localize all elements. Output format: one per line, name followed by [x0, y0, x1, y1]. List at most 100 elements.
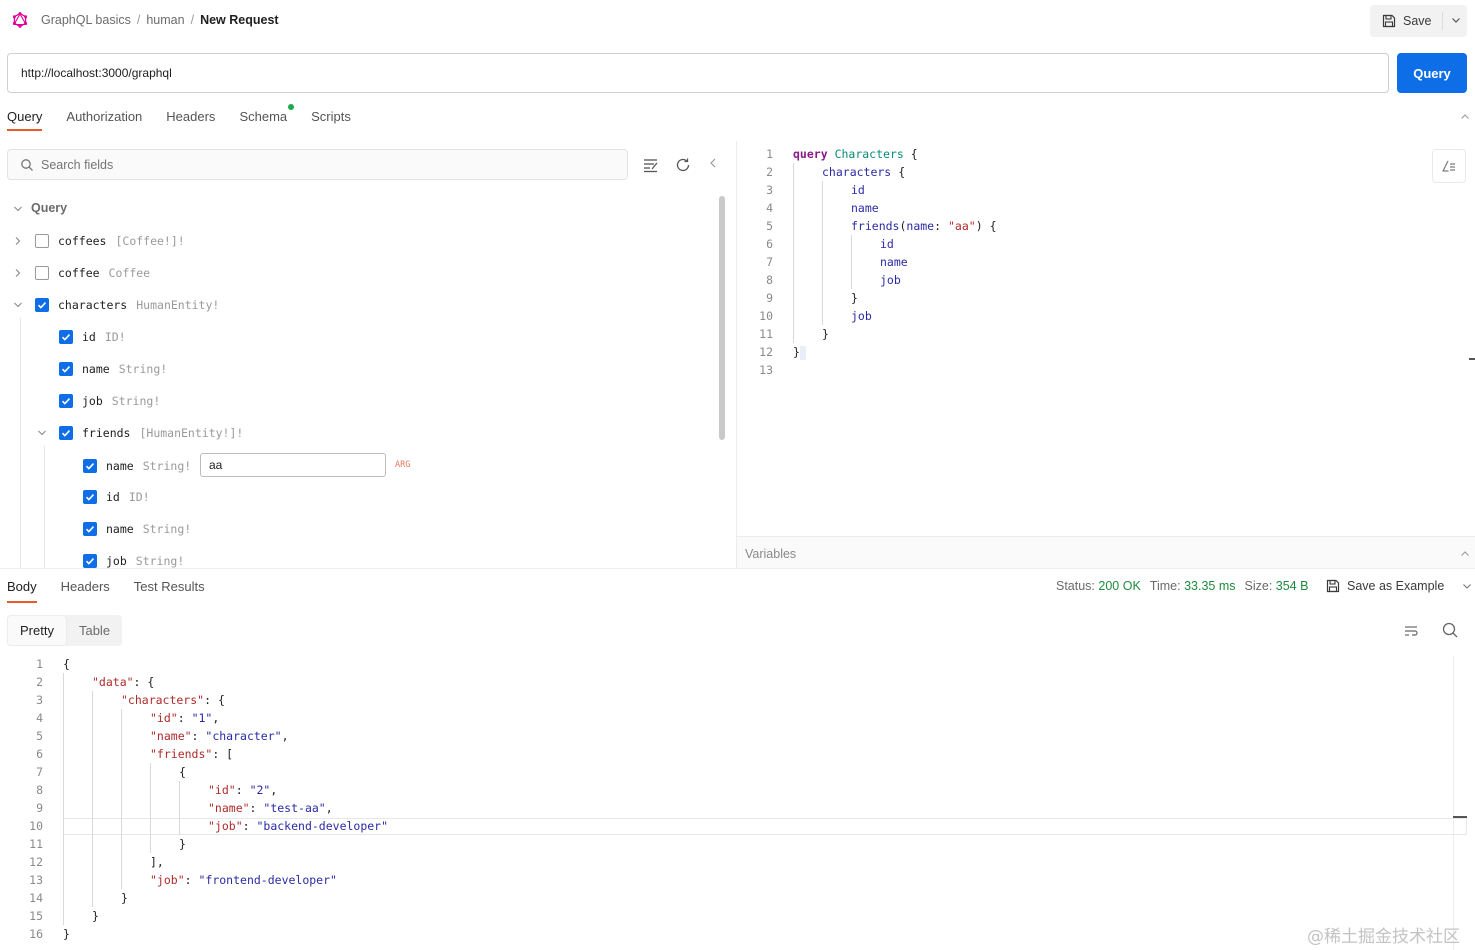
- tab-test-results[interactable]: Test Results: [133, 579, 205, 594]
- json-key: "data": [92, 675, 134, 689]
- arg-row-name[interactable]: name String!: [83, 456, 191, 476]
- field-name: job: [106, 554, 127, 568]
- query-button[interactable]: Query: [1397, 53, 1467, 93]
- checkbox-checked[interactable]: [59, 362, 73, 376]
- code-line: job: [880, 271, 901, 289]
- chevron-right-icon[interactable]: [13, 236, 23, 246]
- indent-guide: [63, 673, 64, 925]
- checkbox-checked[interactable]: [83, 522, 97, 536]
- search-fields-input[interactable]: [41, 157, 601, 172]
- tab-schema[interactable]: Schema: [239, 103, 295, 131]
- variables-panel-header[interactable]: Variables: [737, 536, 1475, 568]
- wrap-lines-icon[interactable]: [1402, 622, 1420, 640]
- status-value[interactable]: 200 OK: [1098, 579, 1141, 593]
- chevron-down-icon[interactable]: [37, 428, 47, 438]
- json-line: "id": "1",: [150, 711, 220, 725]
- save-button[interactable]: Save: [1370, 5, 1467, 37]
- code-line: job: [851, 307, 872, 325]
- json-key: "job": [150, 873, 185, 887]
- field-row-friends-job[interactable]: job String!: [83, 551, 184, 571]
- breadcrumb-separator: /: [190, 13, 195, 27]
- chevron-up-icon[interactable]: [1459, 111, 1471, 123]
- field-name: name: [82, 362, 110, 376]
- json-line: "data": {: [92, 675, 155, 689]
- field-row-name[interactable]: name String!: [59, 359, 167, 379]
- keyword: query: [793, 147, 828, 161]
- chevron-down-icon[interactable]: [13, 204, 23, 214]
- tab-headers[interactable]: Headers: [166, 109, 216, 124]
- chevron-right-icon[interactable]: [13, 268, 23, 278]
- checkbox-checked[interactable]: [83, 459, 97, 473]
- save-as-example-button[interactable]: Save as Example: [1326, 576, 1444, 596]
- explorer-scrollbar[interactable]: [719, 196, 725, 440]
- line-number: 6: [36, 747, 43, 761]
- request-tabs: Query Authorization Headers Schema Scrip…: [7, 103, 375, 133]
- checkbox-checked[interactable]: [59, 330, 73, 344]
- search-fields-box[interactable]: [7, 149, 628, 180]
- view-pretty[interactable]: Pretty: [7, 615, 67, 646]
- field-row-id[interactable]: id ID!: [59, 327, 126, 347]
- arg-value-input[interactable]: [200, 453, 386, 477]
- checkbox-checked[interactable]: [59, 394, 73, 408]
- field-name: coffee: [58, 266, 100, 280]
- prettify-button[interactable]: [1432, 149, 1466, 183]
- field-type: String!: [118, 362, 168, 376]
- horizontal-divider[interactable]: [0, 568, 1475, 569]
- chevron-down-icon[interactable]: [1450, 14, 1462, 26]
- tab-scripts[interactable]: Scripts: [311, 109, 351, 124]
- check-icon: [61, 398, 71, 405]
- field-row-characters[interactable]: characters HumanEntity!: [35, 295, 219, 315]
- field-row-friends[interactable]: friends [HumanEntity!]!: [59, 423, 243, 443]
- field-row-job[interactable]: job String!: [59, 391, 160, 411]
- size-value[interactable]: 354 B: [1275, 579, 1309, 593]
- field-row-friends-id[interactable]: id ID!: [83, 487, 150, 507]
- json-key: "characters": [121, 693, 205, 707]
- line-number: 10: [759, 309, 773, 323]
- field-type: HumanEntity!: [136, 298, 220, 312]
- filter-fields-icon[interactable]: [642, 156, 660, 174]
- field-type: String!: [142, 522, 192, 536]
- checkbox[interactable]: [35, 266, 49, 280]
- check-icon: [85, 494, 95, 501]
- view-table[interactable]: Table: [78, 623, 111, 638]
- breadcrumb-folder[interactable]: human: [146, 13, 185, 27]
- field-name: characters: [58, 298, 128, 312]
- tree-guide: [44, 446, 45, 568]
- scroll-marker: [1469, 358, 1475, 360]
- json-line: "job": "frontend-developer": [150, 873, 337, 887]
- time-value[interactable]: 33.35 ms: [1184, 579, 1236, 593]
- search-icon[interactable]: [1441, 621, 1459, 639]
- line-number: 3: [766, 183, 773, 197]
- checkbox-checked[interactable]: [59, 426, 73, 440]
- panel-divider[interactable]: [736, 141, 737, 568]
- field-token: characters: [822, 165, 892, 179]
- punctuation: }: [822, 327, 829, 341]
- response-scrollbar[interactable]: [1453, 656, 1467, 950]
- save-icon: [1382, 14, 1396, 28]
- field-row-friends-name[interactable]: name String!: [83, 519, 191, 539]
- breadcrumb-request-name[interactable]: New Request: [200, 13, 279, 27]
- checkbox-checked[interactable]: [83, 490, 97, 504]
- field-row-coffee[interactable]: coffee Coffee: [35, 263, 150, 283]
- field-type: String!: [135, 554, 185, 568]
- json-line: {: [63, 657, 70, 671]
- checkbox-checked[interactable]: [83, 554, 97, 568]
- chevron-down-icon[interactable]: [1461, 580, 1473, 592]
- url-input[interactable]: [7, 53, 1389, 93]
- chevron-left-icon[interactable]: [706, 156, 720, 170]
- field-row-coffees[interactable]: coffees [Coffee!]!: [35, 231, 185, 251]
- tab-query[interactable]: Query: [7, 103, 43, 131]
- tab-response-headers[interactable]: Headers: [60, 579, 110, 594]
- line-number: 10: [29, 819, 43, 833]
- tab-authorization[interactable]: Authorization: [66, 109, 143, 124]
- refresh-icon[interactable]: [674, 156, 692, 174]
- tab-body[interactable]: Body: [7, 572, 37, 603]
- json-line: }: [121, 891, 128, 905]
- checkbox-checked[interactable]: [35, 298, 49, 312]
- breadcrumb-collection[interactable]: GraphQL basics: [41, 13, 131, 27]
- code-line: }: [822, 325, 829, 343]
- indent-guide: [92, 691, 93, 907]
- checkbox[interactable]: [35, 234, 49, 248]
- chevron-up-icon[interactable]: [1459, 548, 1471, 560]
- chevron-down-icon[interactable]: [13, 300, 23, 310]
